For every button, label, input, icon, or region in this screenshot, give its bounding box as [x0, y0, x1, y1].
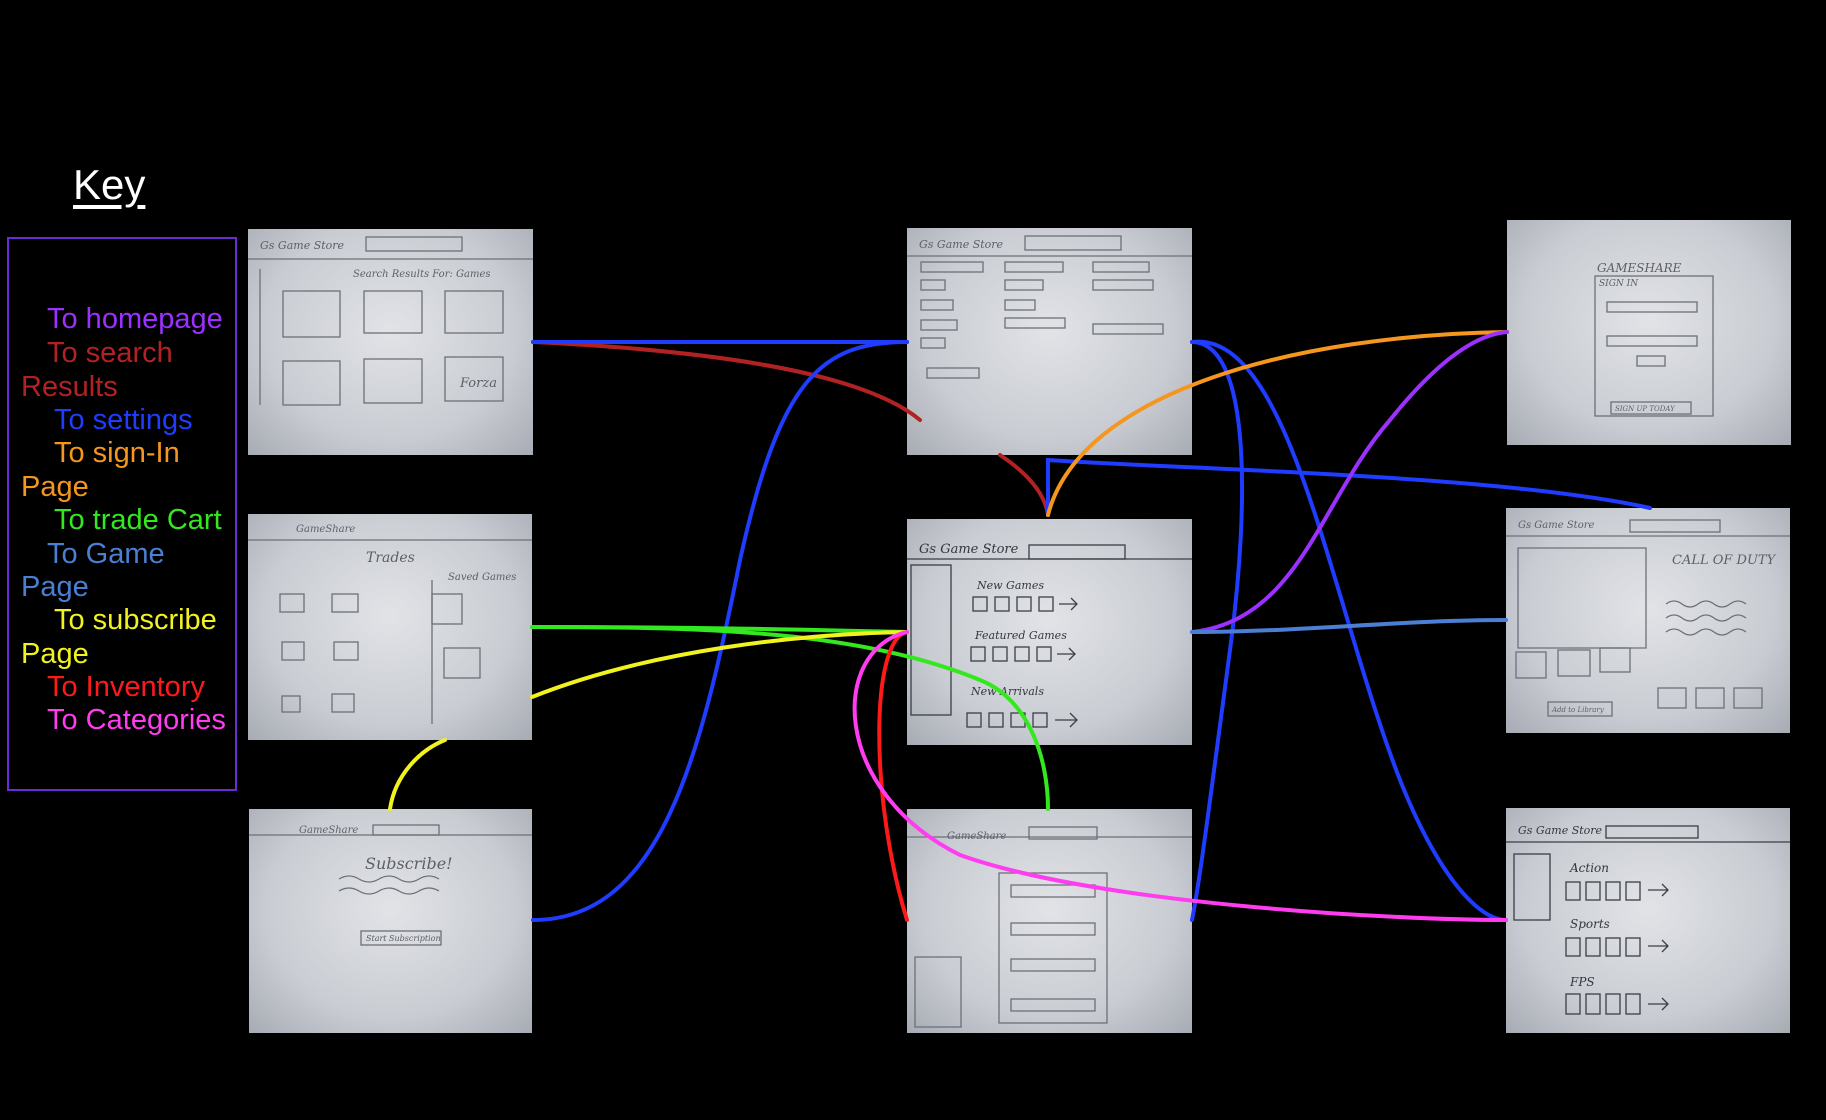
- settings-link: [1190, 339, 1508, 922]
- settings-link: [1046, 457, 1652, 517]
- trade-side: Saved Games: [448, 572, 516, 583]
- legend-line: To homepage: [47, 303, 223, 335]
- subscribe-button: Start Subscription: [366, 934, 441, 943]
- game-title: CALL OF DUTY: [1672, 553, 1777, 568]
- settings-link: [1190, 340, 1245, 922]
- legend-line: To settings: [54, 404, 193, 436]
- homepage-sketch[interactable]: Gs Game Store New Games Featured Games N…: [907, 519, 1192, 745]
- search-tile-label: Forza: [459, 376, 497, 391]
- sign-in-link: [1046, 330, 1509, 517]
- settings-brand: Gs Game Store: [919, 238, 1004, 251]
- signin-title: GAMESHARE: [1597, 261, 1682, 275]
- home-row-1: New Games: [976, 579, 1044, 592]
- legend-line: To subscribe: [54, 604, 217, 636]
- subscribe-link: [388, 738, 447, 811]
- cat-row-2: Sports: [1570, 917, 1610, 931]
- homepage-link: [1190, 330, 1509, 634]
- home-row-3: New Arrivals: [970, 685, 1044, 698]
- inventory-link: [877, 630, 909, 922]
- trade-cart-link: [530, 625, 1050, 811]
- legend-line: To trade Cart: [54, 504, 222, 536]
- trade-brand: GameShare: [296, 524, 355, 535]
- game-page-link: [1190, 618, 1508, 634]
- legend-line: To Inventory: [47, 671, 205, 703]
- categories-link: [852, 630, 1508, 922]
- legend-line: To Game: [47, 538, 165, 570]
- cat-row-1: Action: [1569, 861, 1609, 875]
- subscribe-link: [530, 630, 909, 699]
- subscribe-brand: GameShare: [299, 825, 358, 836]
- legend-line: Results: [21, 371, 118, 403]
- legend-line: Page: [21, 571, 89, 603]
- legend-line: To search: [47, 337, 173, 369]
- legend-line: Page: [21, 471, 89, 503]
- game-button: Add to Library: [1551, 706, 1605, 714]
- game-brand: Gs Game Store: [1518, 520, 1594, 531]
- cat-brand: Gs Game Store: [1518, 824, 1603, 837]
- signin-subtitle: SIGN IN: [1599, 279, 1639, 289]
- search-results-link: [531, 340, 922, 422]
- game-page-sketch[interactable]: Gs Game Store CALL OF DUTY Add to Librar…: [1506, 508, 1790, 733]
- search-brand: Gs Game Store: [260, 239, 345, 252]
- inventory-sketch[interactable]: GameShare: [907, 809, 1192, 1033]
- search-results-link: [998, 453, 1050, 517]
- search-heading: Search Results For: Games: [353, 269, 491, 280]
- legend-line: Page: [21, 638, 89, 670]
- categories-sketch[interactable]: Gs Game Store Action Sports FPS: [1506, 808, 1790, 1033]
- search-results-sketch[interactable]: Gs Game Store Search Results For: Games …: [248, 229, 533, 455]
- inventory-brand: GameShare: [947, 831, 1006, 842]
- legend-line: To Categories: [47, 704, 226, 736]
- legend-box: [7, 237, 237, 791]
- settings-link: [531, 340, 909, 922]
- subscribe-heading: Subscribe!: [365, 854, 453, 873]
- settings-sketch[interactable]: Gs Game Store: [907, 228, 1192, 455]
- trade-cart-sketch[interactable]: GameShare Trades Saved Games: [248, 514, 532, 740]
- key-title: Key: [73, 161, 146, 208]
- home-row-2: Featured Games: [974, 629, 1067, 642]
- trade-heading: Trades: [366, 550, 415, 566]
- legend-line: To sign-In: [54, 437, 180, 469]
- signin-button: SIGN UP TODAY: [1615, 405, 1676, 413]
- cat-row-3: FPS: [1569, 975, 1595, 989]
- sign-in-sketch[interactable]: GAMESHARE SIGN IN SIGN UP TODAY: [1507, 220, 1791, 445]
- home-brand: Gs Game Store: [919, 542, 1019, 557]
- subscribe-sketch[interactable]: GameShare Subscribe! Start Subscription: [249, 809, 532, 1033]
